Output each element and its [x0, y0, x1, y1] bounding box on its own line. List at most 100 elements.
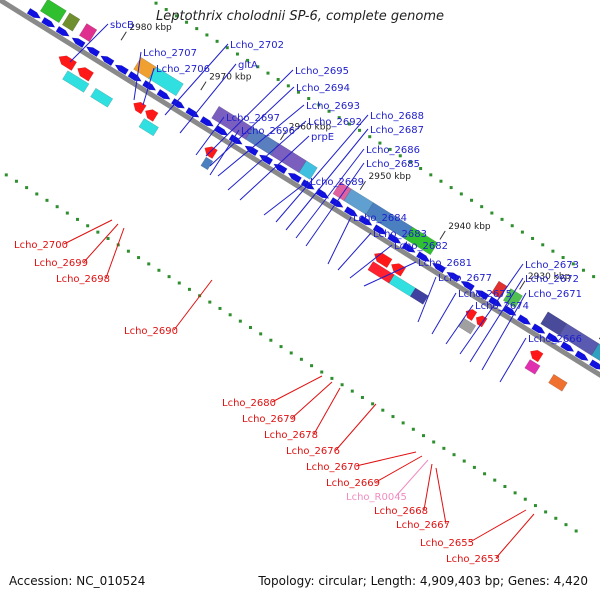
bottom-gene-arrow — [145, 109, 159, 122]
top-gene-label: Lcho_2682 — [394, 241, 448, 252]
track-dot — [279, 345, 283, 349]
track-dot — [327, 109, 331, 113]
track-dot — [398, 154, 402, 158]
top-gene-leader — [263, 180, 309, 216]
bottom-gene-block — [138, 118, 159, 137]
track-dot — [493, 478, 497, 482]
track-dot — [249, 326, 253, 330]
track-dot — [310, 364, 314, 368]
track-dot — [256, 65, 260, 69]
bottom-gene-block — [200, 156, 214, 171]
track-dot — [320, 370, 324, 374]
track-dot — [408, 160, 412, 164]
top-gene-leader — [459, 263, 524, 355]
bottom-gene-block — [458, 317, 477, 335]
track-dot — [35, 192, 39, 196]
track-dot — [157, 268, 161, 272]
track-dot — [513, 491, 517, 495]
top-gene-arrow — [228, 134, 243, 145]
track-dot — [544, 510, 548, 514]
top-gene-arrow — [416, 251, 431, 262]
top-gene-label: Lcho_2706 — [156, 64, 210, 75]
track-dot — [490, 211, 494, 215]
top-gene-leader — [179, 63, 237, 134]
top-gene-label: Lcho_2672 — [525, 274, 579, 285]
track-dot — [25, 186, 29, 190]
genome-backbone — [0, 0, 600, 378]
track-dot — [520, 230, 524, 234]
track-dot — [554, 516, 558, 520]
track-dot — [297, 90, 301, 94]
top-gene-leader — [239, 135, 310, 201]
track-dot — [429, 173, 433, 177]
genome-title: Leptothrix cholodnii SP-6, complete geno… — [156, 9, 444, 24]
bottom-gene-label: Lcho_2669 — [326, 478, 380, 489]
track-dot — [147, 262, 151, 266]
track-dot — [541, 243, 545, 247]
track-dot — [195, 27, 199, 31]
top-gene-label: Lcho_2686 — [366, 145, 420, 156]
top-gene-leader — [227, 120, 307, 191]
top-gene-block — [491, 280, 508, 299]
track-dot — [238, 319, 242, 323]
track-dot — [307, 97, 311, 101]
bottom-gene-label: Lcho_2698 — [56, 274, 110, 285]
scale-tick-label: 2960 kbp — [289, 122, 332, 132]
top-gene-arrow — [127, 71, 142, 82]
bottom-gene-block — [90, 87, 114, 108]
top-gene-leader — [499, 337, 527, 383]
track-dot — [276, 77, 280, 81]
scale-tick-label: 2940 kbp — [448, 222, 491, 232]
track-dot — [330, 376, 334, 380]
top-gene-block — [591, 343, 600, 362]
track-dot — [368, 135, 372, 139]
top-gene-arrow — [185, 107, 200, 118]
track-dot — [106, 236, 110, 240]
track-dot — [411, 427, 415, 431]
bottom-gene-leader — [395, 459, 429, 497]
top-gene-arrow — [545, 332, 560, 343]
track-dot — [523, 497, 527, 501]
top-gene-label: Lcho_2695 — [295, 66, 349, 77]
top-gene-block — [78, 23, 98, 43]
track-dot — [592, 275, 596, 279]
bottom-gene-label: Lcho_2653 — [446, 554, 500, 565]
track-dot — [218, 306, 222, 310]
top-gene-leader — [133, 51, 142, 101]
top-gene-arrow — [100, 55, 115, 67]
top-gene-leader — [349, 244, 393, 279]
bottom-gene-label: Lcho_2655 — [420, 538, 474, 549]
track-dot — [449, 186, 453, 190]
bottom-gene-leader — [291, 381, 333, 419]
bottom-gene-block — [62, 70, 90, 93]
top-gene-arrow — [531, 323, 546, 334]
track-dot — [391, 415, 395, 419]
bottom-gene-label: Lcho_2668 — [374, 506, 428, 517]
top-gene-leader — [327, 216, 352, 265]
track-dot — [126, 249, 130, 253]
bottom-gene-leader — [83, 223, 119, 263]
top-gene-label: Lcho_2685 — [366, 159, 420, 170]
track-dot — [266, 71, 270, 75]
top-gene-label: Lcho_2671 — [528, 289, 582, 300]
top-gene-block — [404, 226, 439, 256]
bottom-gene-block — [548, 373, 568, 392]
track-dot — [388, 147, 392, 151]
track-dot — [228, 313, 232, 317]
bottom-gene-label: Lcho_2679 — [242, 414, 296, 425]
bottom-gene-label: Lcho_2670 — [306, 462, 360, 473]
accession-text: Accession: NC_010524 — [9, 574, 146, 588]
track-dot — [503, 484, 507, 488]
track-dot — [137, 256, 141, 260]
bottom-gene-label: Lcho_2700 — [14, 240, 68, 251]
top-gene-label: Lcho_2694 — [296, 83, 350, 94]
top-gene-label: Lcho_2677 — [438, 273, 492, 284]
top-gene-label: gltA — [238, 60, 258, 71]
top-gene-label: Lcho_2675 — [458, 289, 512, 300]
track-dot — [452, 453, 456, 457]
top-gene-arrow — [55, 26, 70, 37]
top-gene-label: Lcho_2684 — [353, 213, 407, 224]
top-gene-leader — [275, 114, 369, 223]
top-gene-leader — [285, 128, 369, 231]
